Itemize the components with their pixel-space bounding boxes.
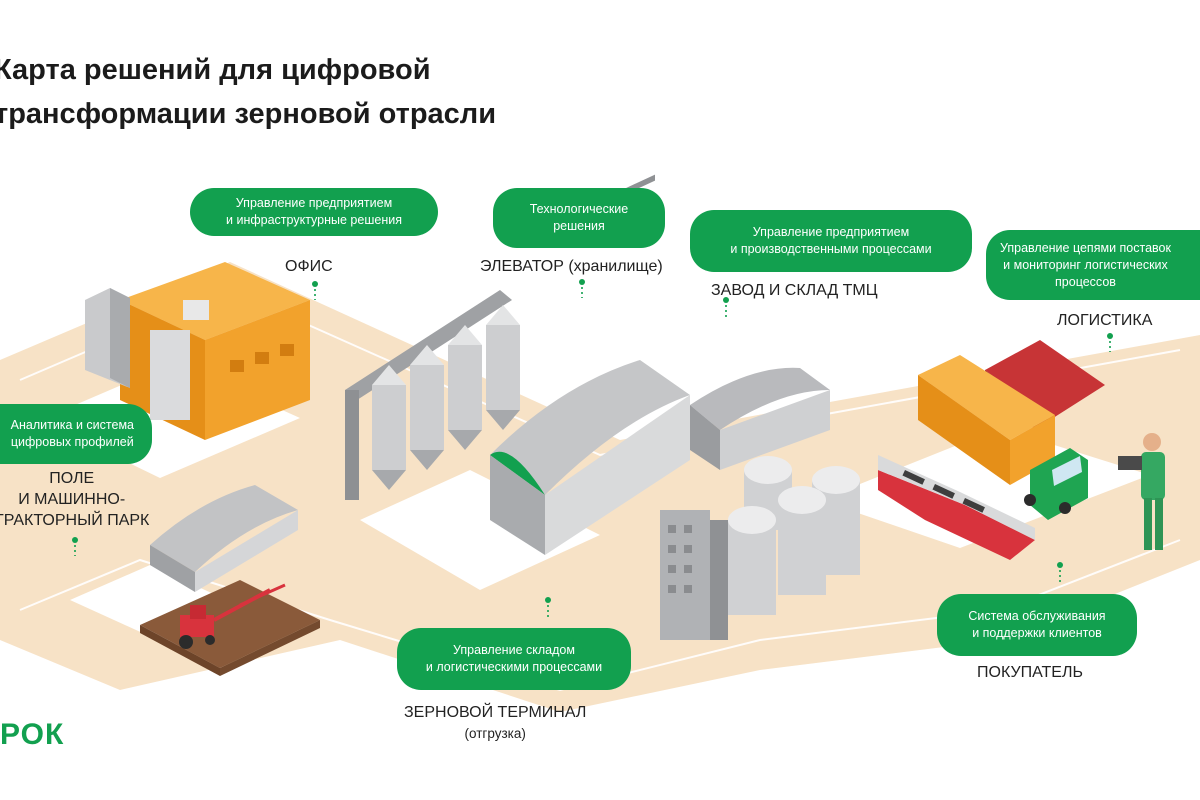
- plant-pill-line-1: Управление предприятием: [752, 225, 910, 239]
- page-title: Карта решений для цифровой трансформации…: [0, 48, 496, 136]
- field-label-line-1: ПОЛЕ: [49, 470, 95, 487]
- terminal-label: ЗЕРНОВОЙ ТЕРМИНАЛ (отгрузка): [404, 702, 586, 744]
- field-label-line-3: ТРАКТОРНЫЙ ПАРК: [0, 512, 150, 529]
- buyer-pill-line-2: и поддержки клиентов: [972, 626, 1102, 640]
- office-pill-line-2: и инфраструктурные решения: [226, 213, 402, 227]
- office-label: ОФИС: [285, 258, 333, 275]
- elevator-pill: Технологические решения: [493, 188, 665, 248]
- terminal-pill-line-2: и логистическими процессами: [425, 660, 603, 674]
- plant-building: [490, 174, 830, 555]
- grain-terminal: [660, 456, 860, 640]
- field-pill-line-2: цифровых профилей: [10, 435, 134, 449]
- field-pill-line-1: Аналитика и система: [10, 418, 134, 432]
- logistics-vehicles: [878, 340, 1165, 560]
- person: [1118, 433, 1165, 550]
- title-line-2: трансформации зерновой отрасли: [0, 98, 497, 130]
- logistics-pill-line-3: процессов: [1055, 274, 1116, 289]
- terminal-pill-line-1: Управление складом: [453, 643, 575, 657]
- plant-label: ЗАВОД И СКЛАД ТМЦ: [711, 282, 878, 299]
- logistics-pill-line-1: Управление цепями поставок: [1000, 240, 1171, 255]
- field-area: [140, 485, 320, 676]
- elevator-pill-line-2: решения: [553, 219, 605, 233]
- plant-pill: Управление предприятием и производственн…: [690, 210, 972, 272]
- brand-logo: РОК: [0, 718, 65, 751]
- office-pill-line-1: Управление предприятием: [235, 196, 393, 210]
- plant-pill-line-2: и производственными процессами: [730, 242, 932, 256]
- office-building: [85, 262, 310, 440]
- leader-lines: [74, 282, 1111, 618]
- terminal-pill: Управление складом и логистическими проц…: [397, 628, 631, 690]
- tractor: [179, 583, 286, 649]
- buyer-pill: Система обслуживания и поддержки клиенто…: [937, 594, 1137, 656]
- logistics-pill-line-2: и мониторинг логистических: [1003, 257, 1168, 272]
- office-pill: Управление предприятием и инфраструктурн…: [190, 188, 438, 236]
- buyer-label: ПОКУПАТЕЛЬ: [977, 664, 1083, 681]
- elevator-silos: [345, 290, 520, 500]
- field-label-line-2: И МАШИННО-: [18, 491, 126, 508]
- field-label: ПОЛЕ И МАШИННО- ТРАКТОРНЫЙ ПАРК: [0, 468, 149, 531]
- logistics-pill: Управление цепями поставок и мониторинг …: [986, 230, 1200, 300]
- logistics-label: ЛОГИСТИКА: [1057, 312, 1153, 329]
- elevator-pill-line-1: Технологические: [529, 202, 629, 216]
- buyer-pill-line-1: Система обслуживания: [968, 609, 1106, 623]
- terminal-label-main: ЗЕРНОВОЙ ТЕРМИНАЛ: [404, 704, 587, 721]
- terminal-label-sub: (отгрузка): [464, 726, 526, 741]
- elevator-label: ЭЛЕВАТОР (хранилище): [480, 258, 663, 275]
- title-line-1: Карта решений для цифровой: [0, 54, 431, 86]
- leader-dots: [72, 279, 1113, 603]
- field-pill: Аналитика и система цифровых профилей: [0, 404, 152, 464]
